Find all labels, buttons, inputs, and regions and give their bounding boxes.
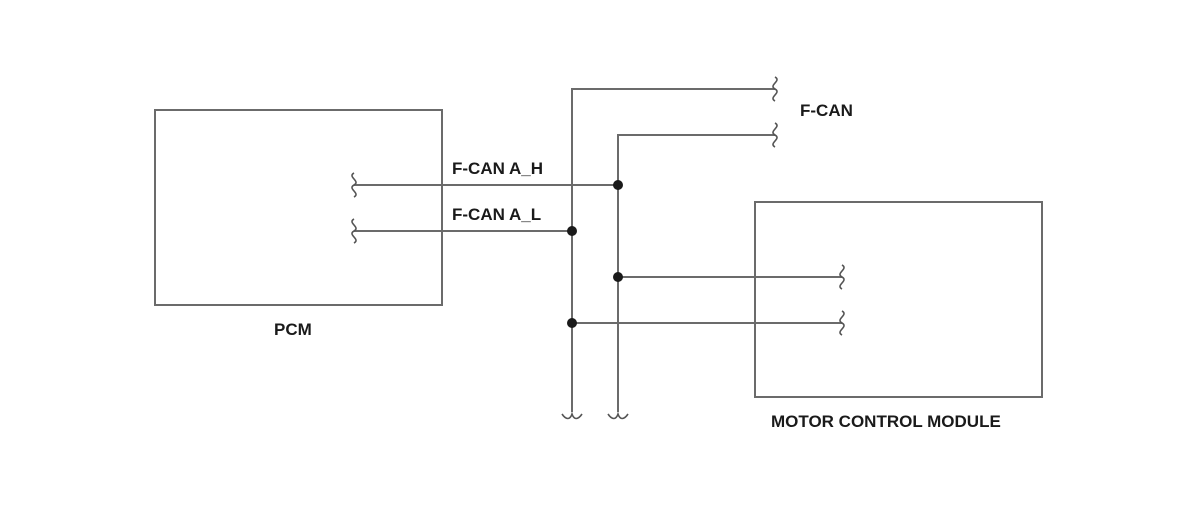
- f-can-a-l-label: F-CAN A_L: [452, 205, 542, 224]
- splice-point: [567, 318, 577, 328]
- splice-point: [613, 272, 623, 282]
- splice-point: [613, 180, 623, 190]
- pcm-label: PCM: [274, 320, 312, 339]
- motor-control-module-box: [754, 201, 1043, 398]
- f-can-bus-label: F-CAN: [800, 101, 853, 120]
- motor-control-module-label: MOTOR CONTROL MODULE: [771, 412, 1001, 431]
- f-can-a-h-label: F-CAN A_H: [452, 159, 543, 178]
- wire-break-symbol: [561, 411, 583, 420]
- f-can-low-trunk: [571, 88, 775, 412]
- f-can-high-trunk: [617, 134, 775, 412]
- wire-break-symbol: [607, 411, 629, 420]
- splice-point: [567, 226, 577, 236]
- wire-break-symbol: [351, 218, 357, 244]
- pcm-box: [154, 109, 443, 306]
- wire-break-symbol: [351, 172, 357, 198]
- wire-break-symbol: [772, 122, 778, 148]
- wire-break-symbol: [839, 310, 845, 336]
- wire-break-symbol: [839, 264, 845, 290]
- wire-break-symbol: [772, 76, 778, 102]
